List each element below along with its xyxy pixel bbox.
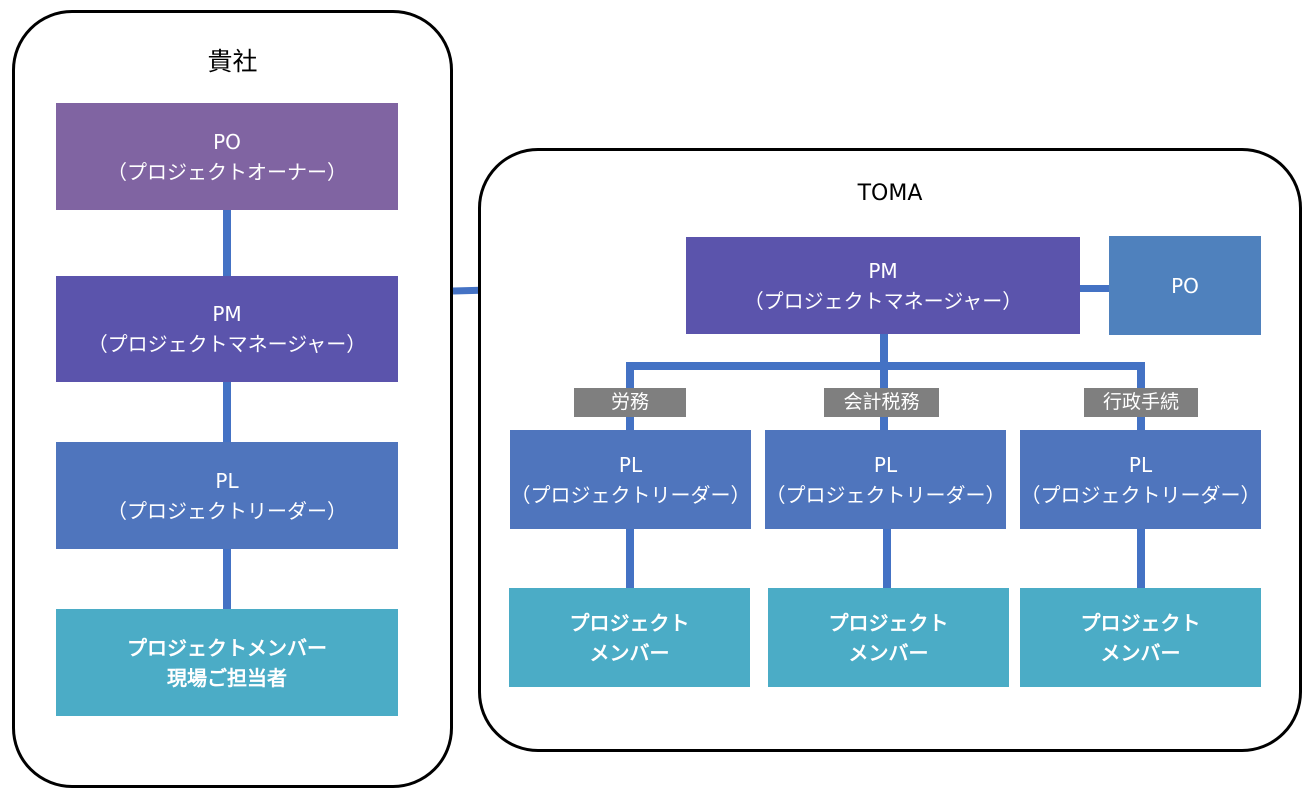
client-connector-pl-member bbox=[223, 549, 231, 609]
toma-pm-label: PM bbox=[868, 258, 898, 283]
client-connector-po-pm bbox=[223, 210, 231, 276]
client-pl-label: PL bbox=[215, 468, 239, 493]
dept-labor-member-box: プロジェクト メンバー bbox=[509, 588, 750, 687]
client-pm-box: PM （プロジェクトマネージャー） bbox=[56, 276, 398, 382]
dept-labor-member-role: メンバー bbox=[589, 640, 670, 665]
dept-admin-pl-role: （プロジェクトリーダー） bbox=[1020, 482, 1261, 507]
toma-pm-role: （プロジェクトマネージャー） bbox=[743, 288, 1023, 313]
toma-connector-pm-down bbox=[880, 334, 888, 366]
client-po-role: （プロジェクトオーナー） bbox=[107, 159, 347, 184]
toma-group-title: TOMA bbox=[857, 181, 923, 206]
dept-tag-accounting: 会計税務 bbox=[824, 388, 939, 417]
toma-connector-dept3-member bbox=[1137, 529, 1145, 588]
client-po-label: PO bbox=[213, 129, 241, 154]
dept-labor-pl-label: PL bbox=[618, 452, 643, 477]
dept-accounting-member-label: プロジェクト bbox=[828, 610, 949, 635]
client-member-role: 現場ご担当者 bbox=[167, 665, 287, 690]
client-po-box: PO （プロジェクトオーナー） bbox=[56, 103, 398, 210]
toma-connector-pm-po bbox=[1080, 285, 1109, 292]
dept-accounting-member-box: プロジェクト メンバー bbox=[768, 588, 1009, 687]
client-pm-role: （プロジェクトマネージャー） bbox=[87, 332, 367, 356]
client-pm-label: PM bbox=[212, 302, 242, 326]
toma-connector-dept2-member bbox=[883, 529, 891, 588]
client-pl-role: （プロジェクトリーダー） bbox=[107, 498, 347, 523]
dept-accounting-pl-box: PL （プロジェクトリーダー） bbox=[765, 430, 1006, 529]
client-group-title: 貴社 bbox=[207, 47, 258, 76]
dept-admin-member-role: メンバー bbox=[1100, 640, 1181, 665]
toma-connector-dept1-member bbox=[626, 529, 634, 588]
dept-admin-pl-box: PL （プロジェクトリーダー） bbox=[1020, 430, 1261, 529]
dept-tag-admin: 行政手続 bbox=[1084, 388, 1198, 417]
dept-labor-member-label: プロジェクト bbox=[569, 610, 690, 635]
dept-labor-pl-role: （プロジェクトリーダー） bbox=[510, 482, 751, 507]
dept-accounting-pl-label: PL bbox=[873, 452, 898, 477]
toma-po-label: PO bbox=[1171, 273, 1199, 298]
dept-labor-pl-box: PL （プロジェクトリーダー） bbox=[510, 430, 751, 529]
client-member-box: プロジェクトメンバー 現場ご担当者 bbox=[56, 609, 398, 716]
dept-admin-member-box: プロジェクト メンバー bbox=[1020, 588, 1261, 687]
client-connector-pm-pl bbox=[223, 382, 231, 442]
dept-admin-member-label: プロジェクト bbox=[1080, 610, 1201, 635]
dept-accounting-pl-role: （プロジェクトリーダー） bbox=[765, 482, 1006, 507]
dept-admin-pl-label: PL bbox=[1128, 452, 1153, 477]
client-member-label: プロジェクトメンバー bbox=[127, 635, 327, 660]
toma-po-box: PO bbox=[1109, 236, 1261, 335]
dept-accounting-member-role: メンバー bbox=[848, 640, 929, 665]
client-pl-box: PL （プロジェクトリーダー） bbox=[56, 442, 398, 549]
toma-pm-box: PM （プロジェクトマネージャー） bbox=[686, 237, 1080, 334]
dept-tag-labor: 労務 bbox=[574, 388, 686, 417]
